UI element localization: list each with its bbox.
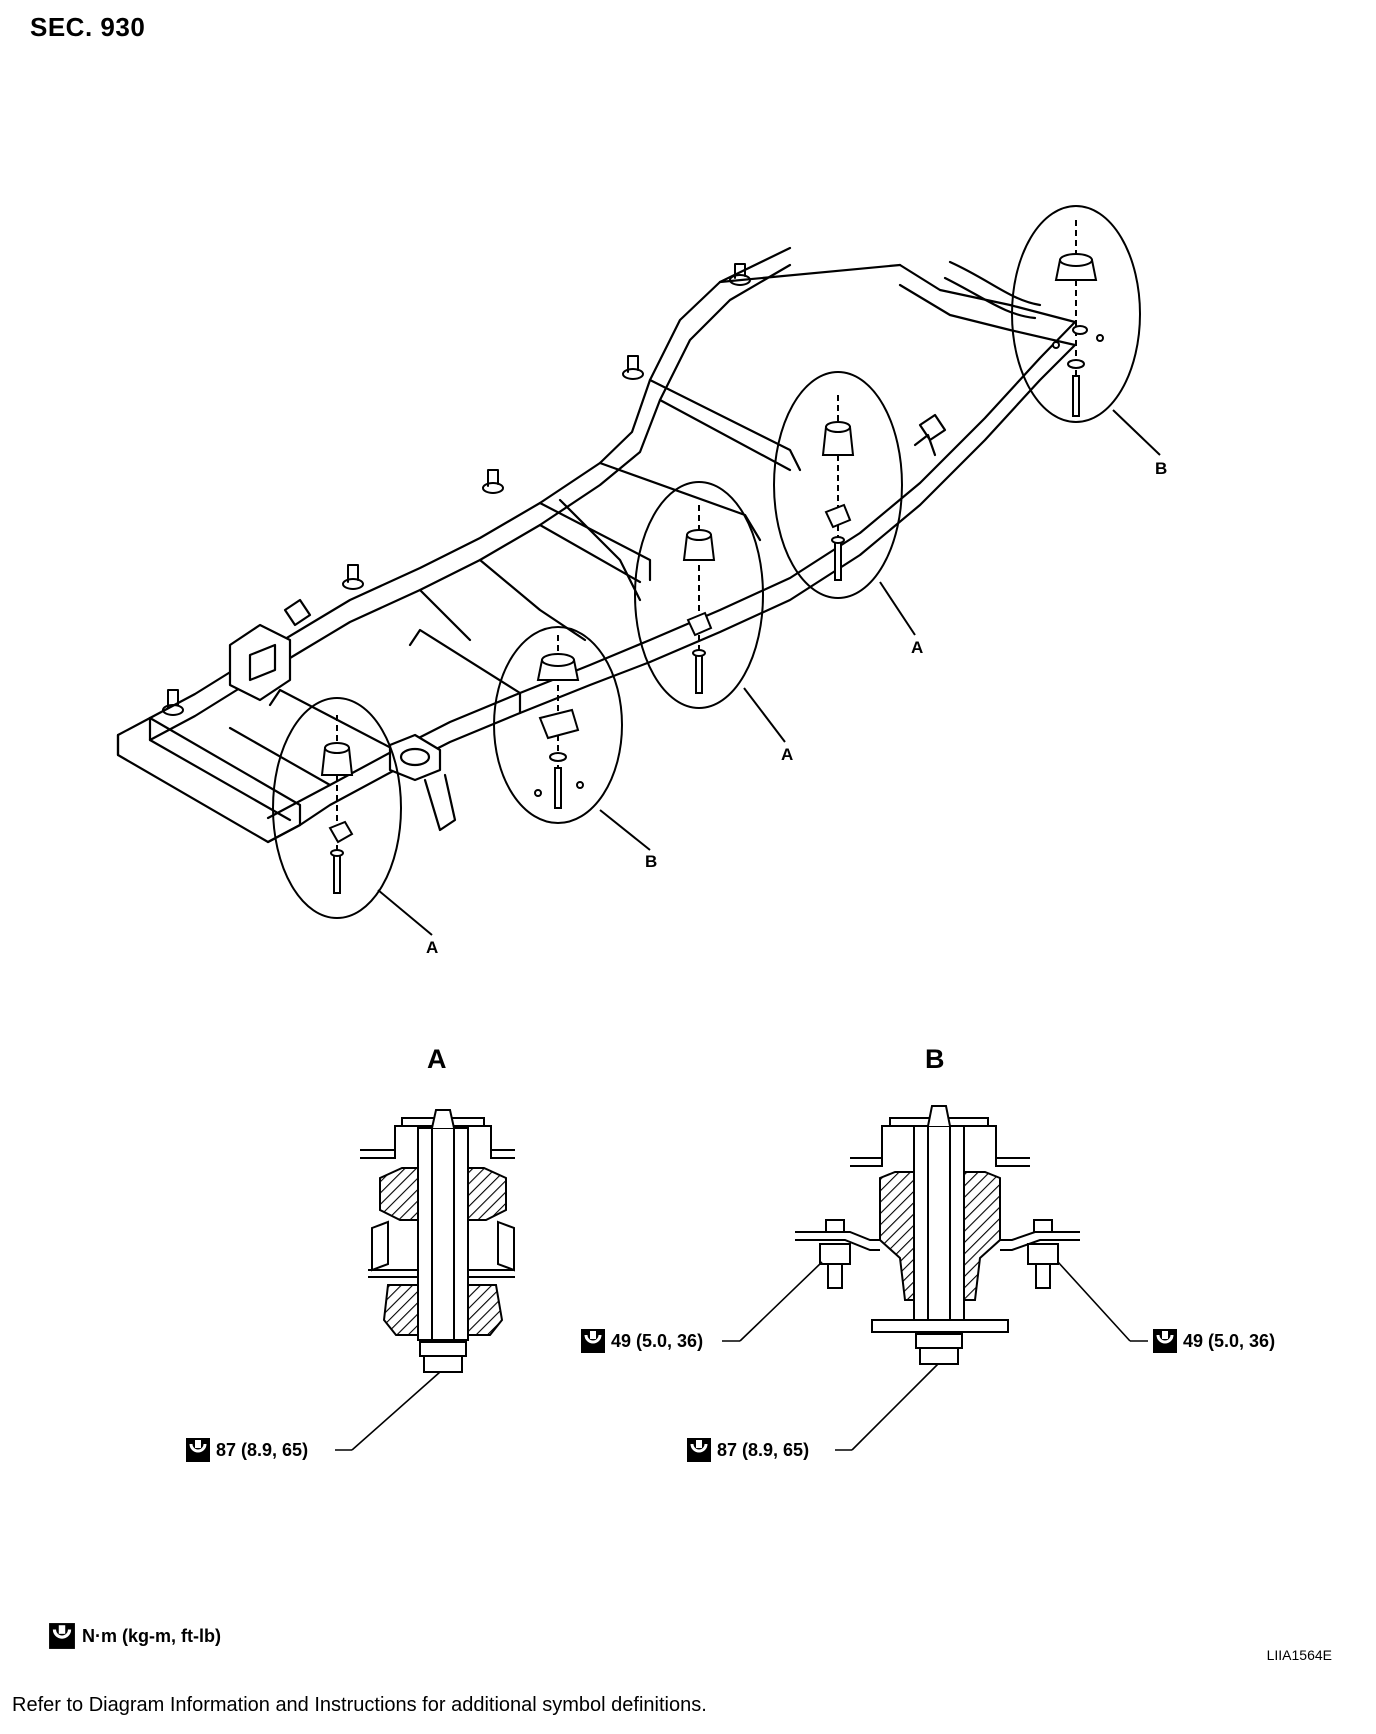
figure-id: LIIA1564E bbox=[1266, 1647, 1332, 1663]
callout-a-front: A bbox=[426, 938, 439, 957]
torque-a-bolt: 87 (8.9, 65) bbox=[185, 1437, 308, 1463]
callout-b-middle: B bbox=[645, 852, 658, 871]
mount-stacks bbox=[320, 220, 1104, 894]
torque-legend: N·m (kg-m, ft-lb) bbox=[48, 1622, 221, 1650]
torque-wrench-icon bbox=[186, 1438, 210, 1462]
ellipse-a-front bbox=[272, 697, 402, 919]
torque-b-nut-left: 49 (5.0, 36) bbox=[580, 1328, 703, 1354]
torque-wrench-icon bbox=[687, 1438, 711, 1462]
torque-wrench-icon bbox=[1153, 1329, 1177, 1353]
torque-leaders bbox=[335, 1261, 1148, 1451]
callout-a-rear: A bbox=[911, 638, 924, 657]
detail-b-title: B bbox=[925, 1044, 945, 1074]
vehicle-frame bbox=[116, 246, 1077, 844]
callout-a-middle: A bbox=[781, 745, 794, 764]
torque-b-bolt-value: 87 (8.9, 65) bbox=[717, 1439, 810, 1460]
detail-a-title: A bbox=[427, 1044, 447, 1074]
torque-wrench-icon bbox=[581, 1329, 605, 1353]
ellipse-a-middle bbox=[634, 481, 764, 709]
torque-b-nut-right-value: 49 (5.0, 36) bbox=[1183, 1330, 1276, 1351]
ellipse-b-rear bbox=[1011, 205, 1141, 423]
mount-ellipses bbox=[272, 205, 1161, 936]
legend-text: N·m (kg-m, ft-lb) bbox=[82, 1625, 221, 1646]
ellipse-b-middle bbox=[493, 626, 623, 824]
ellipse-a-rear bbox=[773, 371, 903, 599]
callout-b-rear: B bbox=[1155, 459, 1168, 478]
detail-a-section bbox=[360, 1109, 515, 1373]
section-label: SEC. 930 bbox=[30, 12, 146, 42]
torque-b-nut-left-value: 49 (5.0, 36) bbox=[611, 1330, 704, 1351]
torque-b-bolt: 87 (8.9, 65) bbox=[686, 1437, 809, 1463]
torque-a-bolt-value: 87 (8.9, 65) bbox=[216, 1439, 309, 1460]
footer-note: Refer to Diagram Information and Instruc… bbox=[12, 1694, 707, 1716]
detail-b-section bbox=[795, 1105, 1080, 1365]
torque-b-nut-right: 49 (5.0, 36) bbox=[1152, 1328, 1275, 1354]
torque-wrench-icon bbox=[49, 1623, 75, 1649]
